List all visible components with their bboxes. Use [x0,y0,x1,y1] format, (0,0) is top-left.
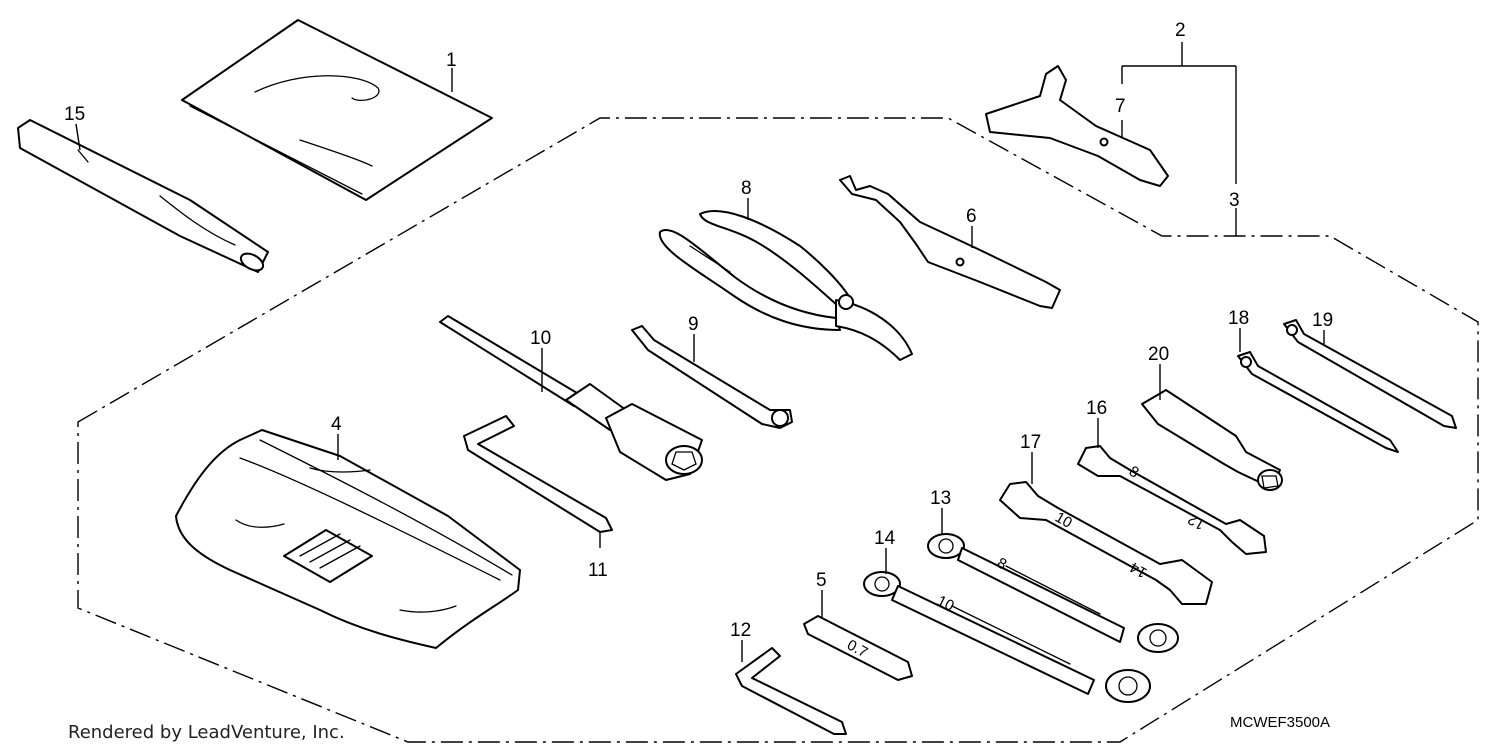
part-7-pin-spanner[interactable] [985,65,1169,187]
part-6-pin-spanner[interactable] [839,175,1061,309]
part-17-open-end-wrench[interactable]: 10 14 [999,481,1213,605]
part-20-screwdriver-handle[interactable] [1141,389,1283,491]
part-1-tool-bag[interactable] [181,19,493,201]
callout-18: 18 [1228,308,1249,329]
part-16-open-end-wrench[interactable]: 8 12 [1077,445,1267,555]
part-19-screwdriver-bit[interactable] [1283,319,1457,429]
part-14-ratchet-wrench[interactable]: 10 [863,571,1151,703]
wrench-14-size: 10 [934,592,956,615]
callout-10: 10 [530,328,551,349]
callout-4: 4 [331,414,342,435]
callout-6: 6 [966,206,977,227]
part-9-screwdriver-grip[interactable] [631,325,793,429]
credit-text: Rendered by LeadVenture, Inc. [68,722,345,743]
part-12-hex-wrench[interactable] [735,647,847,735]
callout-9: 9 [688,314,699,335]
callout-13: 13 [930,488,951,509]
part-4-tool-roll[interactable] [175,429,521,649]
callout-17: 17 [1020,432,1041,453]
leader-lines [75,42,1325,662]
callout-19: 19 [1312,310,1333,331]
part-8-pliers[interactable] [658,210,913,361]
diagram-code: MCWEF3500A [1230,714,1330,731]
callout-7: 7 [1115,96,1126,117]
callout-2: 2 [1175,20,1186,41]
wrench-16-size-b: 12 [1185,510,1208,533]
part-15-extension-handle[interactable] [17,119,269,274]
callout-1: 1 [446,50,457,71]
callout-15: 15 [64,104,85,125]
part-11-hex-wrench[interactable] [463,415,613,533]
callout-14: 14 [874,528,896,549]
callout-16: 16 [1086,398,1107,419]
callout-20: 20 [1148,344,1169,365]
part-18-screwdriver-bit[interactable] [1237,351,1399,453]
tool-kit-boundary [77,117,1479,743]
wrench-17-size-a: 10 [1052,509,1075,532]
wrench-17-size-b: 14 [1127,558,1150,581]
callout-8: 8 [741,178,752,199]
callout-12: 12 [730,620,751,641]
callout-3: 3 [1229,190,1240,211]
part-10-spark-plug-wrench[interactable] [439,315,703,481]
callout-5: 5 [816,570,827,591]
part-5-feeler-gauge[interactable]: 0.7 [803,615,913,681]
callout-11: 11 [588,560,608,581]
